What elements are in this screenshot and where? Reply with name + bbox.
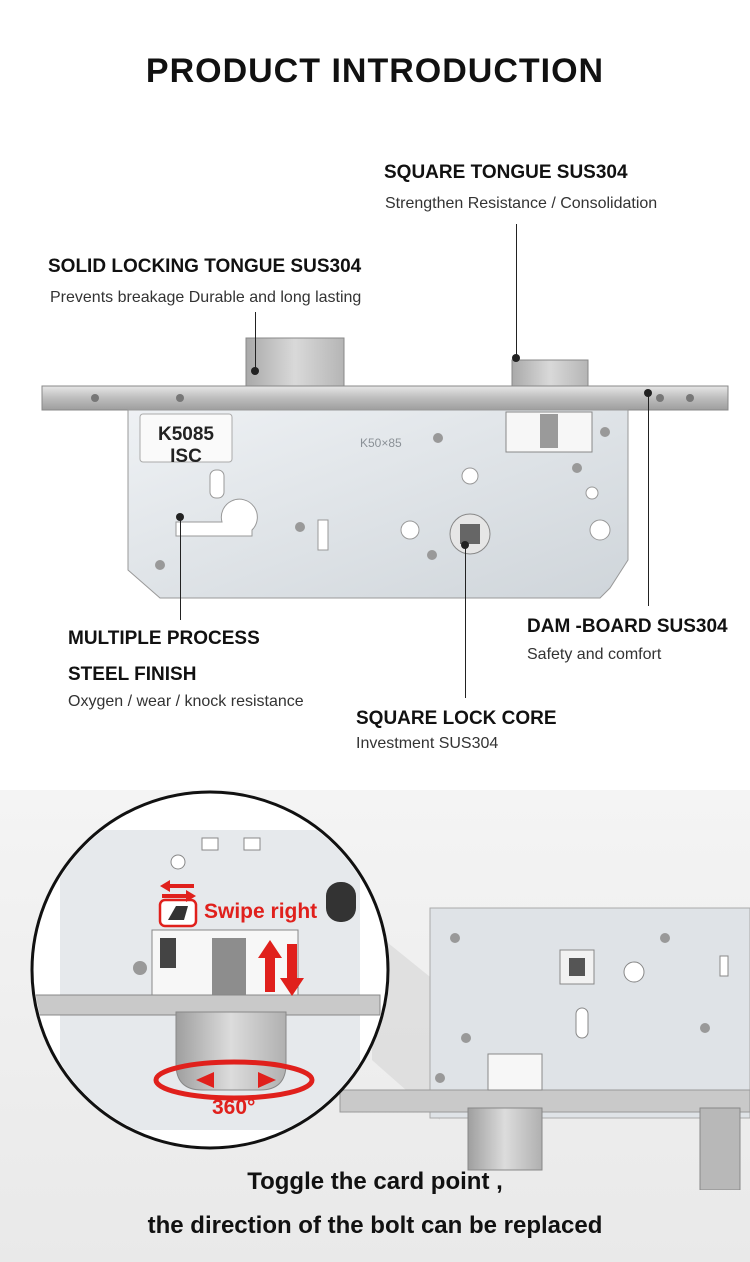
process-heading-line1: MULTIPLE PROCESS: [68, 628, 260, 649]
square-tongue-heading: SQUARE TONGUE SUS304: [384, 162, 628, 183]
lock-core-sub: Investment SUS304: [356, 735, 499, 752]
model-sticker: [139, 413, 233, 463]
swipe-arrows-icon: [160, 880, 196, 902]
solid-tongue-sub: Prevents breakage Durable and long lasti…: [50, 289, 362, 306]
cylinder-hole: [175, 498, 258, 537]
square-tongue-sub: Strengthen Resistance / Consolidation: [385, 195, 658, 212]
solid-tongue-heading: SOLID LOCKING TONGUE SUS304: [48, 256, 362, 277]
process-heading-line2: STEEL FINISH: [68, 664, 197, 685]
model-sticker-text: K5085 ISC: [158, 424, 214, 467]
caption-line2: the direction of the bolt can be replace…: [147, 1212, 603, 1239]
lock-core-marker: [461, 541, 469, 549]
rotation-ring-icon: [153, 1059, 315, 1101]
caption-line1: Toggle the card point ,: [247, 1168, 503, 1195]
mortise-lock-illustration: [41, 337, 729, 599]
right-square-tongue: [467, 1107, 543, 1171]
process-leader: [180, 520, 181, 620]
face-plate: [41, 385, 729, 411]
rotation-label: 360°: [212, 1096, 256, 1119]
engraved-stamp: K50×85: [360, 436, 402, 450]
lock-core-leader: [465, 548, 466, 698]
process-sub: Oxygen / wear / knock resistance: [68, 693, 304, 710]
solid-tongue-marker: [251, 367, 259, 375]
dam-board-sub: Safety and comfort: [527, 646, 662, 663]
square-tongue-leader: [516, 224, 517, 358]
swipe-right-label: Swipe right: [204, 900, 318, 923]
right-lock-case: [429, 907, 750, 1119]
magnified-square-tongue: [175, 1011, 287, 1091]
lock-core-heading: SQUARE LOCK CORE: [356, 708, 557, 729]
detail-illustration: [30, 790, 750, 1190]
square-tongue-marker: [512, 354, 520, 362]
dam-board-leader: [648, 396, 649, 606]
dam-board-marker: [644, 389, 652, 397]
up-down-arrows-icon: [258, 940, 304, 996]
page-title: PRODUCT INTRODUCTION: [145, 52, 605, 90]
process-marker: [176, 513, 184, 521]
dam-board-heading: DAM -BOARD SUS304: [527, 616, 728, 637]
solid-tongue-leader: [255, 312, 256, 370]
lock-case: [127, 409, 629, 599]
